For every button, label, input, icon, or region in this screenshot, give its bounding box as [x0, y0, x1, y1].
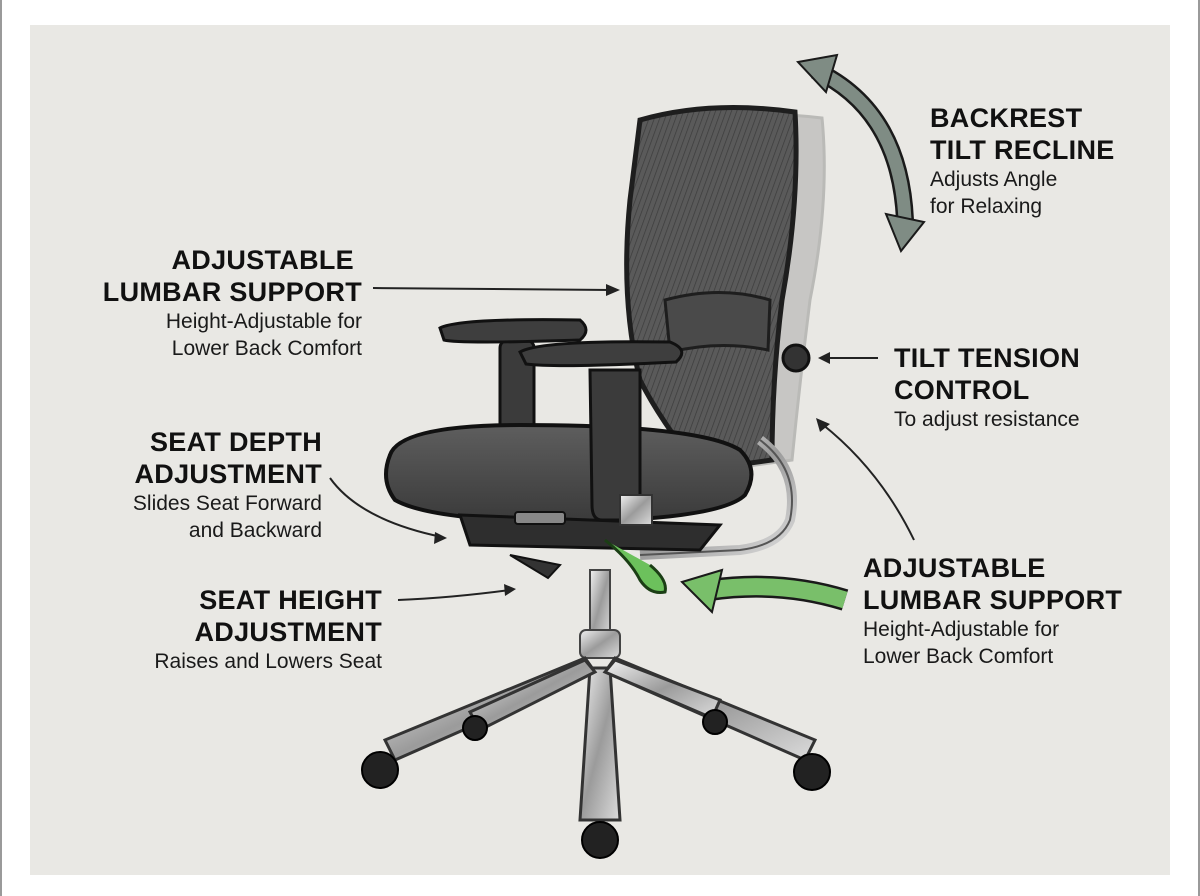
callout-title: TILT TENSION [894, 343, 1081, 373]
callout-backrest-tilt: BACKREST TILT RECLINE Adjusts Angle for … [930, 102, 1115, 220]
callout-title: LUMBAR SUPPORT [863, 585, 1123, 615]
callout-lumbar-left: ADJUSTABLE LUMBAR SUPPORT Height-Adjusta… [103, 244, 362, 362]
callout-desc: To adjust resistance [894, 408, 1080, 431]
leader-lines [329, 287, 915, 601]
armrest-right [518, 340, 684, 526]
frame-border-left [0, 0, 2, 896]
callout-title: SEAT HEIGHT [199, 585, 382, 615]
callout-desc: Slides Seat Forward [132, 492, 322, 515]
lumbar-arrow-icon [680, 568, 849, 614]
callout-title: TILT RECLINE [930, 135, 1115, 165]
callout-title: ADJUSTMENT [194, 617, 382, 647]
callout-tilt-tension: TILT TENSION CONTROL To adjust resistanc… [894, 342, 1080, 433]
callout-seat-height: SEAT HEIGHT ADJUSTMENT Raises and Lowers… [154, 584, 382, 675]
callout-desc: Height-Adjustable for [863, 618, 1060, 641]
callout-title: ADJUSTABLE [863, 553, 1046, 583]
callout-title: BACKREST [930, 103, 1083, 133]
callout-desc: Raises and Lowers Seat [154, 650, 382, 673]
callout-desc: for Relaxing [930, 195, 1043, 218]
lever-green [604, 538, 667, 594]
callout-lumbar-right: ADJUSTABLE LUMBAR SUPPORT Height-Adjusta… [863, 552, 1122, 670]
frame-border-right [1198, 0, 1200, 896]
backrest [624, 105, 799, 473]
callout-title: ADJUSTMENT [134, 459, 322, 489]
callout-title: LUMBAR SUPPORT [102, 277, 362, 307]
casters [361, 709, 831, 859]
callout-desc: and Backward [188, 519, 322, 542]
seat [384, 422, 754, 552]
tension-knob [781, 343, 811, 373]
callout-seat-depth: SEAT DEPTH ADJUSTMENT Slides Seat Forwar… [133, 426, 322, 544]
callout-desc: Adjusts Angle [930, 168, 1058, 191]
chair-base [382, 656, 818, 822]
callout-title: CONTROL [894, 375, 1030, 405]
callout-title: ADJUSTABLE [171, 245, 354, 275]
recline-arrow-icon [796, 53, 926, 253]
lumbar-pad [663, 291, 772, 354]
callout-desc: Lower Back Comfort [171, 337, 362, 360]
callout-title: SEAT DEPTH [149, 427, 322, 457]
callout-desc: Lower Back Comfort [863, 645, 1054, 668]
callout-desc: Height-Adjustable for [165, 310, 362, 333]
